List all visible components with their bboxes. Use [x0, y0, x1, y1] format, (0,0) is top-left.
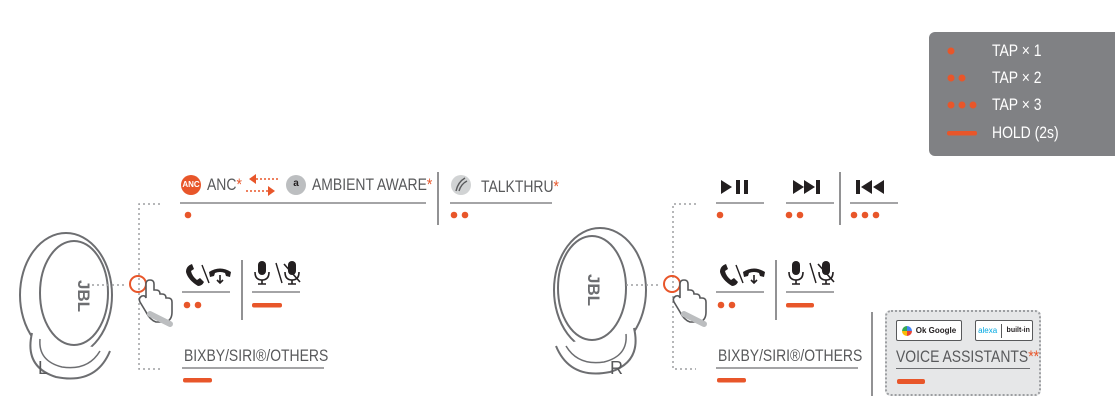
- legend-tap-3: TAP × 3: [992, 95, 1042, 114]
- answer-call-icon: [186, 264, 204, 286]
- anc-label: ANC*: [207, 175, 242, 194]
- previous-track-icon: [856, 180, 884, 194]
- voice-assistants-label: VOICE ASSISTANTS**: [896, 347, 1040, 366]
- hand-tap-icon: [664, 276, 706, 324]
- legend-tap-1: TAP × 1: [992, 41, 1042, 60]
- end-call-icon: [742, 267, 766, 284]
- play-pause-icon: [721, 180, 748, 194]
- right-side-label: R: [610, 358, 623, 378]
- mic-icon: [788, 260, 804, 285]
- anc-badge-text: ANC: [182, 180, 200, 189]
- answer-call-icon: [720, 264, 738, 286]
- hand-tap-icon: [130, 276, 172, 324]
- legend-hold: HOLD (2s): [992, 123, 1059, 142]
- ambient-aware-label: AMBIENT AWARE*: [312, 175, 433, 194]
- ambient-aware-icon: [286, 175, 306, 195]
- earbud-icon: [19, 232, 113, 380]
- tap-legend: TAP × 1 TAP × 2 TAP × 3 HOLD (2s): [929, 32, 1115, 156]
- ambient-badge-text: a: [293, 178, 299, 189]
- alexa-builtin-logo: alexa built-in: [975, 320, 1033, 341]
- google-dots-icon: [901, 325, 912, 336]
- left-voice-label: BIXBY/SIRI®/OTHERS: [184, 346, 329, 365]
- voice-assistants-box: Ok Google alexa built-in VOICE ASSISTANT…: [885, 310, 1041, 396]
- talkthru-icon: [451, 175, 471, 195]
- talkthru-label: TALKTHRU*: [481, 177, 559, 196]
- right-voice-label: BIXBY/SIRI®/OTHERS: [718, 346, 863, 365]
- legend-markers: [947, 47, 977, 136]
- anc-badge-icon: [181, 175, 201, 195]
- left-side-label: L: [38, 358, 49, 378]
- voice-hold-bar: [897, 379, 925, 384]
- google-assistant-logo: Ok Google: [896, 320, 962, 341]
- legend-tap-2: TAP × 2: [992, 68, 1042, 87]
- right-brand-logo: JBL: [584, 274, 603, 306]
- end-call-icon: [208, 267, 232, 284]
- left-brand-logo: JBL: [74, 280, 93, 312]
- next-track-icon: [793, 180, 820, 194]
- mic-icon: [254, 260, 270, 285]
